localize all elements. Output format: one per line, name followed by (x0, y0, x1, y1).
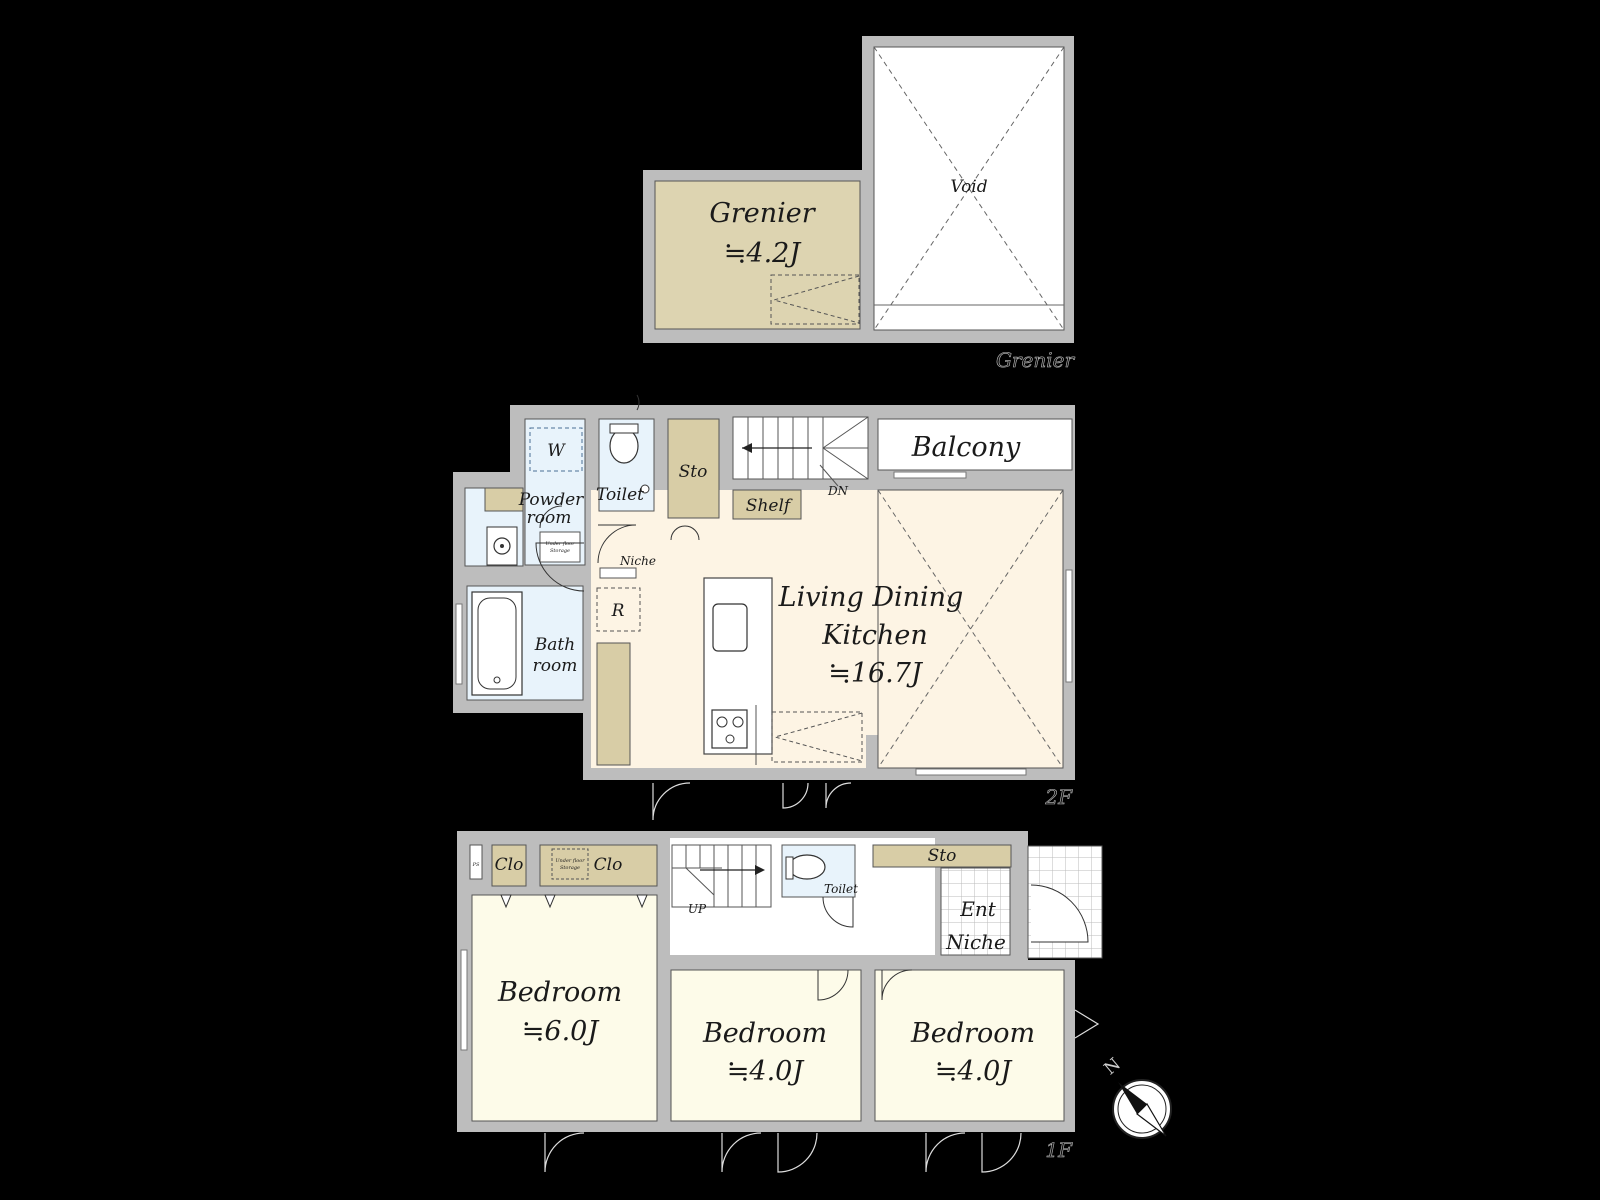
bathtub-inner (477, 597, 517, 690)
underfloor-storage-1f (551, 848, 589, 880)
bedroom-middle[interactable] (670, 969, 862, 1122)
second-floor: Balcony Toilet Sto Shelf DN W Powder roo… (453, 394, 1075, 821)
entrance-label-2: Niche (945, 930, 1006, 954)
underfloor-label-1f-2: Storage (560, 865, 580, 871)
stairs-1f[interactable] (671, 844, 772, 908)
bedroom-main[interactable] (471, 894, 658, 1122)
pipe-shaft (469, 844, 483, 880)
grenier-room[interactable] (654, 180, 861, 330)
underfloor-label-1f-1: Under floor (555, 858, 585, 864)
vanity-counter (484, 487, 524, 512)
grenier-label: Grenier (709, 198, 816, 229)
closet-1-label: Clo (495, 855, 524, 875)
bedroom-right[interactable] (874, 969, 1065, 1122)
bath-room-label-2: room (533, 656, 578, 676)
kitchen-sink-icon (712, 603, 748, 652)
ldk-label-1: Living Dining (778, 582, 964, 613)
storage-1f[interactable] (872, 844, 1012, 868)
toilet-bowl-1f-icon (788, 854, 826, 880)
kitchen-back-counter (596, 642, 631, 766)
bedroom-right-area: ≒4.0J (935, 1056, 1014, 1087)
first-floor: Clo Clo Under floor Storage PS UP Toilet… (457, 831, 1103, 1173)
grenier-area: ≒4.2J (724, 238, 803, 269)
stove-icon (711, 709, 748, 749)
closet-1[interactable] (491, 844, 527, 887)
shelf-label: Shelf (746, 496, 793, 516)
grenier-hatch (770, 274, 860, 325)
niche-label-2f: Niche (619, 554, 656, 568)
bedroom-middle-area: ≒4.0J (727, 1056, 806, 1087)
ldk-label-2: Kitchen (821, 620, 928, 651)
floor-label-1f: 1F (1045, 1138, 1073, 1162)
underfloor-label-2f-2: Storage (550, 548, 570, 554)
closet-2[interactable] (539, 844, 658, 887)
ldk-area: ≒16.7J (828, 658, 924, 689)
storage-label-2f: Sto (679, 462, 708, 482)
toilet-bowl-icon (609, 428, 639, 464)
pipe-shaft-label: PS (472, 862, 480, 868)
ldk-open-cross (877, 489, 1064, 769)
powder-room-label-1: Powder (518, 490, 584, 510)
ldk-room[interactable] (591, 490, 1063, 768)
balcony[interactable] (877, 418, 1073, 471)
powder-room-label-2: room (527, 508, 572, 528)
toilet-label-1f: Toilet (824, 882, 858, 896)
bath-room-label-1: Bath (534, 635, 575, 655)
void-cross (873, 46, 1065, 331)
washer-label: W (547, 441, 566, 461)
underfloor-hatch-2f (771, 711, 863, 763)
storage-label-1f: Sto (928, 846, 957, 866)
entrance-label-1: Ent (959, 897, 996, 921)
shelf (732, 489, 802, 520)
stair-up-arrow-icon (755, 865, 765, 875)
stair-down-label: DN (827, 484, 849, 498)
washer-space (529, 427, 583, 472)
compass-needle-icon (1118, 1082, 1147, 1114)
void-label: Void (950, 177, 987, 197)
bedroom-middle-label: Bedroom (702, 1018, 827, 1049)
entrance-niche[interactable] (940, 867, 1011, 956)
underfloor-label-2f-1: Under floor (545, 541, 575, 547)
floor-label-grenier: Grenier (996, 348, 1075, 372)
bedroom-right-label: Bedroom (910, 1018, 1035, 1049)
bedroom-main-label: Bedroom (497, 977, 622, 1008)
closet-2-label: Clo (594, 855, 623, 875)
underfloor-storage-2f (539, 531, 581, 563)
toilet-label-2f: Toilet (596, 485, 644, 505)
balcony-label: Balcony (911, 432, 1021, 463)
niche-2f (599, 567, 637, 579)
grenier-ladder (772, 275, 860, 324)
fridge-label: R (611, 601, 625, 621)
grenier-floor: Grenier ≒4.2J Void Grenier (643, 36, 1076, 372)
stair-arrow-icon (742, 443, 752, 453)
stair-up-label: UP (688, 902, 707, 916)
storage-2f[interactable] (667, 418, 720, 519)
fridge-space (596, 587, 641, 632)
floor-label-2f: 2F (1044, 785, 1073, 809)
bedroom-main-area: ≒6.0J (522, 1016, 601, 1047)
ldk-open-ceiling (877, 489, 1064, 769)
